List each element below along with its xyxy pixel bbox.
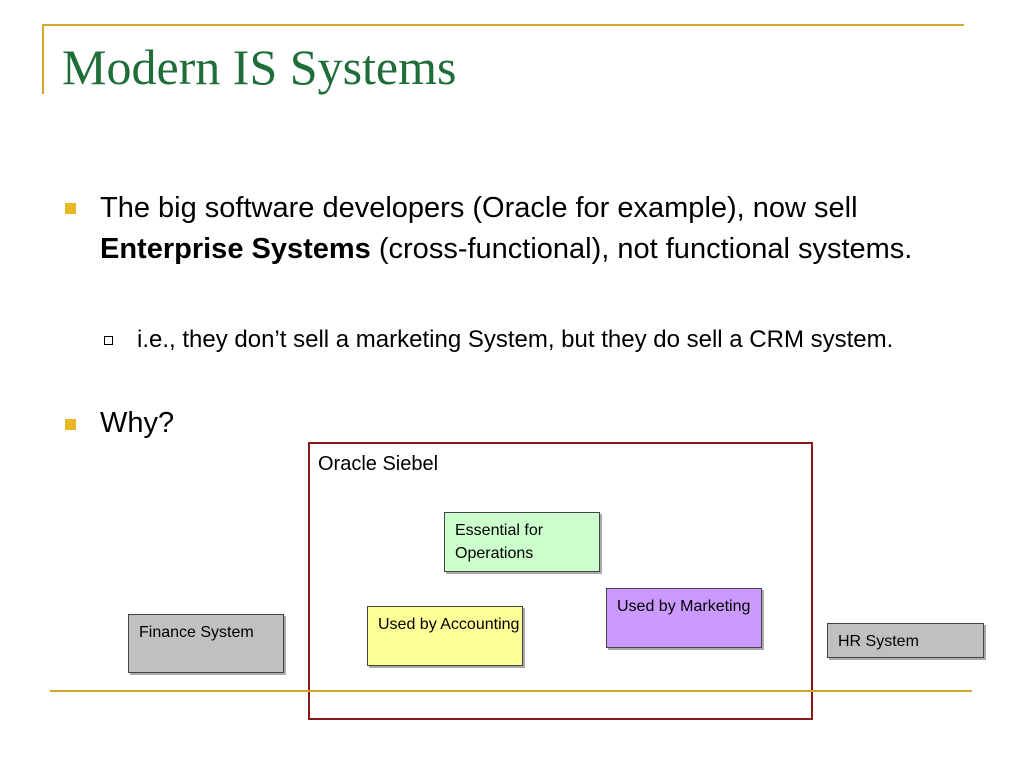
sub-bullet-item: i.e., they don’t sell a marketing System…: [137, 326, 894, 353]
title-frame-left-rule: [42, 24, 44, 94]
used-by-marketing-box: Used by Marketing: [606, 588, 762, 648]
bullet-text-pre: The big software developers (Oracle for …: [100, 192, 858, 224]
title-frame-top-rule: [42, 24, 964, 26]
hr-system-box: HR System: [827, 623, 984, 658]
bullet-item-enterprise-systems: The big software developers (Oracle for …: [100, 188, 940, 270]
bullet-text-post: (cross-functional), not functional syste…: [370, 233, 913, 265]
slide-title: Modern IS Systems: [62, 39, 457, 95]
bullet-square-icon: [65, 203, 76, 214]
finance-system-box: Finance System: [128, 614, 284, 673]
oracle-siebel-label: Oracle Siebel: [318, 453, 439, 475]
essential-for-operations-box: Essential for Operations: [444, 512, 600, 572]
hollow-square-bullet-icon: [104, 336, 113, 345]
bottom-divider-rule: [50, 690, 972, 692]
bullet-text-bold: Enterprise Systems: [100, 233, 371, 265]
used-by-accounting-box: Used by Accounting: [367, 606, 523, 666]
bullet-item-why: Why?: [100, 407, 175, 439]
bullet-square-icon: [65, 419, 76, 430]
oracle-siebel-container: [308, 442, 813, 720]
